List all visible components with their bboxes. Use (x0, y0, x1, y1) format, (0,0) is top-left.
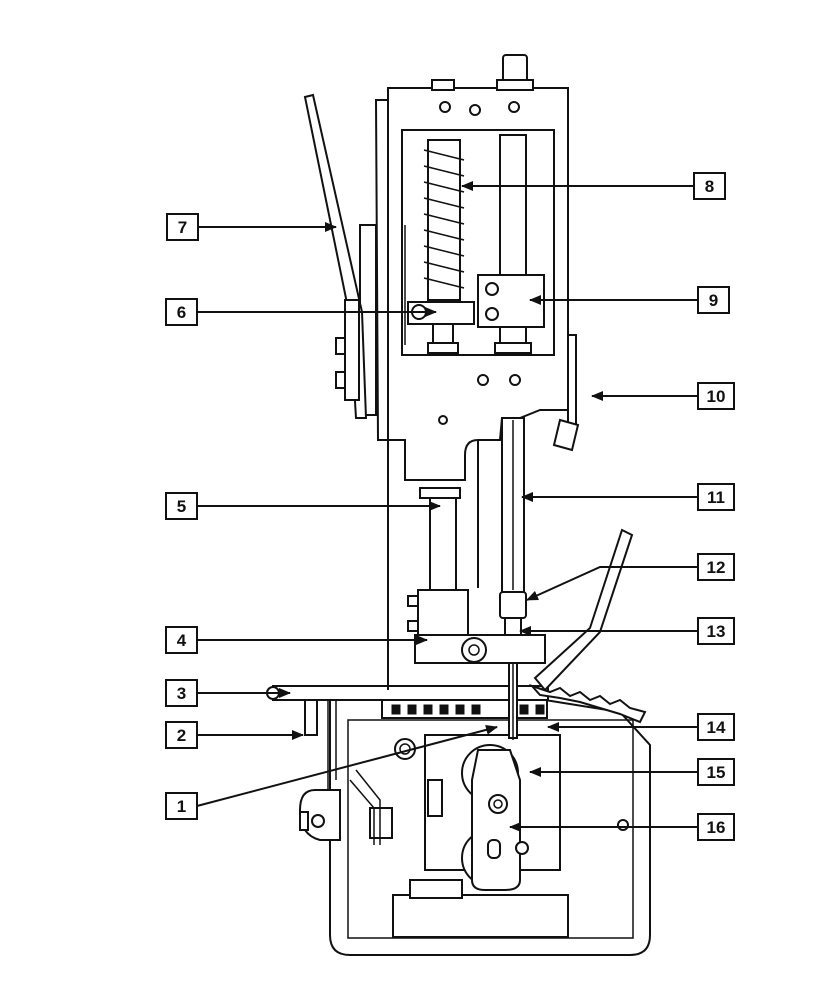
lever-base (344, 299, 360, 401)
callout-label: 15 (707, 763, 726, 782)
callout-8: 8 (693, 172, 726, 200)
clamp-screw-1 (485, 282, 499, 296)
presser-bar-collar (419, 487, 461, 499)
callout-label: 13 (707, 622, 726, 641)
throat-plate (272, 685, 549, 701)
hook-slot (427, 779, 443, 817)
base-bottom-plate (392, 894, 569, 938)
head-hole-6 (438, 415, 448, 425)
shuttle-bolt-bottom (487, 839, 501, 859)
callout-5: 5 (165, 492, 198, 520)
callout-13: 13 (697, 617, 735, 645)
presser-foot-teeth (528, 683, 647, 724)
presser-arm-bolt (461, 637, 487, 663)
clamp-screw-2 (485, 307, 499, 321)
head-hole-3 (508, 101, 520, 113)
block-screw-2 (407, 620, 419, 632)
callout-label: 3 (177, 684, 186, 703)
callout-label: 4 (177, 631, 187, 650)
needle-clamp (499, 591, 527, 619)
head-hole-1 (439, 101, 451, 113)
callout-label: 2 (177, 726, 186, 745)
callout-label: 16 (707, 818, 726, 837)
spring-rod-base (427, 342, 459, 354)
presser-foot-block (417, 589, 469, 636)
bracket-hole (311, 814, 325, 828)
thread-guide-tab (552, 418, 580, 452)
callout-1: 1 (165, 792, 198, 820)
callout-label: 14 (707, 718, 726, 737)
callout-label: 11 (707, 488, 725, 507)
callout-6: 6 (165, 298, 198, 326)
head-hole-5 (509, 374, 521, 386)
callout-9: 9 (697, 286, 730, 314)
callout-label: 8 (705, 177, 714, 196)
callout-15: 15 (697, 758, 735, 786)
callout-10: 10 (697, 382, 735, 410)
machine-illustration (266, 54, 651, 956)
presser-lever (533, 528, 634, 692)
callout-2: 2 (165, 721, 198, 749)
shuttle-body (471, 749, 521, 891)
callout-4: 4 (165, 626, 198, 654)
leader-12 (526, 566, 698, 601)
shuttle-bolt-top (488, 794, 508, 814)
presser-bar (429, 494, 457, 591)
head-hole-4 (477, 374, 489, 386)
bracket-nut (369, 807, 393, 839)
callout-label: 9 (709, 291, 718, 310)
thread-guide-strip (567, 334, 577, 426)
leader-1 (196, 724, 498, 807)
feed-link (355, 769, 381, 845)
top-tab (431, 79, 455, 91)
callout-11: 11 (697, 483, 735, 511)
block-screw-1 (407, 595, 419, 607)
callout-3: 3 (165, 679, 198, 707)
callout-label: 6 (177, 303, 186, 322)
callout-label: 7 (178, 218, 187, 237)
feed-link-2 (349, 779, 375, 845)
callout-label: 10 (707, 387, 726, 406)
shuttle-bolt-top-inner (493, 799, 503, 809)
callout-14: 14 (697, 713, 735, 741)
callout-label: 5 (177, 497, 186, 516)
callout-7: 7 (166, 213, 199, 241)
shuttle-side-bolt (515, 841, 529, 855)
needle-bar-upper-base (494, 342, 532, 354)
left-post (304, 699, 318, 736)
side-plate (374, 99, 389, 441)
base-screw-right (617, 819, 629, 831)
callout-16: 16 (697, 813, 735, 841)
top-knob-base (496, 79, 534, 91)
head-hole-2 (469, 104, 481, 116)
callout-label: 12 (707, 558, 726, 577)
base-foot (409, 879, 463, 899)
callout-label: 1 (177, 797, 186, 816)
callout-12: 12 (697, 553, 735, 581)
leader-lines (196, 181, 698, 832)
feed-dog-teeth (391, 704, 545, 715)
presser-arm-bolt-inner (468, 644, 480, 656)
tension-spring (423, 139, 465, 301)
bracket-stud (299, 811, 309, 831)
